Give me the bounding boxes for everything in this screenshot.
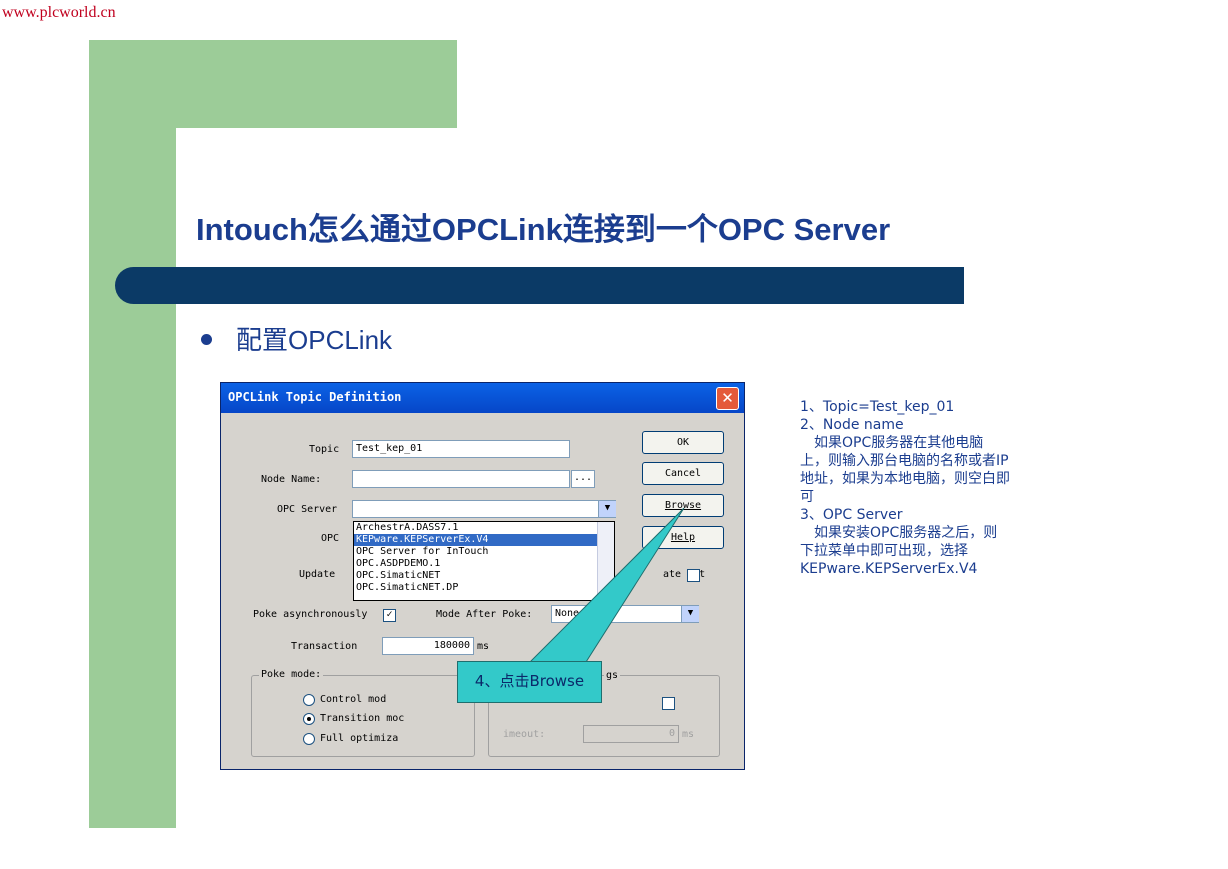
update-label: Update	[299, 569, 336, 580]
chevron-down-icon[interactable]: ▼	[598, 501, 616, 517]
list-item[interactable]: OPC.SimaticNET.DP	[356, 582, 459, 593]
decorative-green-top	[176, 40, 457, 128]
note-line-3: 如果OPC服务器在其他电脑上，则输入那台电脑的名称或者IP地址，如果为本地电脑，…	[800, 435, 1010, 505]
dialog-title: OPCLink Topic Definition	[228, 390, 402, 404]
opc-server-label: OPC Server	[277, 504, 338, 515]
ok-button[interactable]: OK	[642, 431, 724, 454]
transaction-input[interactable]: 180000	[382, 637, 474, 655]
note-line-5: 如果安装OPC服务器之后，则下拉菜单中即可出现，选择KEPware.KEPSer…	[800, 525, 998, 577]
poke-mode-group	[251, 675, 475, 757]
bullet-text: 配置OPCLink	[236, 325, 393, 355]
poke-async-label: Poke asynchronously	[253, 609, 368, 620]
group2-label: gs	[604, 670, 621, 681]
list-item-selected[interactable]: KEPware.KEPServerEx.V4	[354, 534, 600, 546]
list-item[interactable]: OPC Server for InTouch	[356, 546, 489, 557]
decorative-green-column	[89, 40, 176, 828]
timeout-label: imeout:	[503, 729, 546, 740]
chevron-down-icon[interactable]: ▼	[681, 606, 699, 622]
opclink-dialog: OPCLink Topic Definition ✕ Topic Test_ke…	[220, 382, 745, 770]
bullet-dot-icon	[201, 334, 212, 345]
validate-label: ate int	[663, 569, 706, 580]
watermark: www.plcworld.cn	[2, 4, 116, 21]
list-item[interactable]: OPC.SimaticNET	[356, 570, 441, 581]
note-line-4: 3、OPC Server	[800, 507, 903, 523]
opc-server-dropdown-list[interactable]: ArchestrA.DASS7.1 KEPware.KEPServerEx.V4…	[353, 521, 615, 601]
callout-browse: 4、点击Browse	[457, 661, 602, 703]
radio-transition-mode[interactable]	[303, 713, 315, 725]
slide-title: Intouch怎么通过OPCLink连接到一个OPC Server	[196, 212, 891, 247]
transaction-unit: ms	[477, 641, 490, 652]
opc-path-label: OPC	[321, 533, 340, 544]
radio-transition-label: Transition moc	[320, 713, 405, 724]
group2-checkbox[interactable]	[662, 697, 675, 710]
node-name-label: Node Name:	[261, 474, 322, 485]
timeout-unit: ms	[682, 729, 695, 740]
cancel-button[interactable]: Cancel	[642, 462, 724, 485]
topic-input[interactable]: Test_kep_01	[352, 440, 570, 458]
close-icon[interactable]: ✕	[716, 387, 739, 410]
note-line-1: 1、Topic=Test_kep_01	[800, 399, 955, 415]
transaction-label: Transaction	[291, 641, 358, 652]
poke-async-checkbox[interactable]: ✓	[383, 609, 396, 622]
list-item[interactable]: OPC.ASDPDEMO.1	[356, 558, 441, 569]
poke-mode-label: Poke mode:	[259, 669, 324, 680]
radio-full-optimization[interactable]	[303, 733, 315, 745]
instruction-notes: 1、Topic=Test_kep_01 2、Node name 如果OPC服务器…	[800, 398, 1010, 578]
radio-control-mode[interactable]	[303, 694, 315, 706]
timeout-input[interactable]: 0	[583, 725, 679, 743]
mode-after-poke-label: Mode After Poke:	[436, 609, 533, 620]
node-browse-button[interactable]: ...	[571, 470, 595, 488]
dialog-titlebar[interactable]: OPCLink Topic Definition ✕	[221, 383, 744, 413]
validate-checkbox[interactable]	[687, 569, 700, 582]
radio-full-label: Full optimiza	[320, 733, 399, 744]
title-underline-bar	[115, 267, 964, 304]
list-item[interactable]: ArchestrA.DASS7.1	[356, 522, 459, 533]
node-name-input[interactable]	[352, 470, 570, 488]
topic-label: Topic	[309, 444, 340, 455]
radio-control-label: Control mod	[320, 694, 387, 705]
note-line-2: 2、Node name	[800, 417, 904, 433]
list-scrollbar[interactable]	[597, 522, 614, 600]
browse-button[interactable]: Browse	[642, 494, 724, 517]
